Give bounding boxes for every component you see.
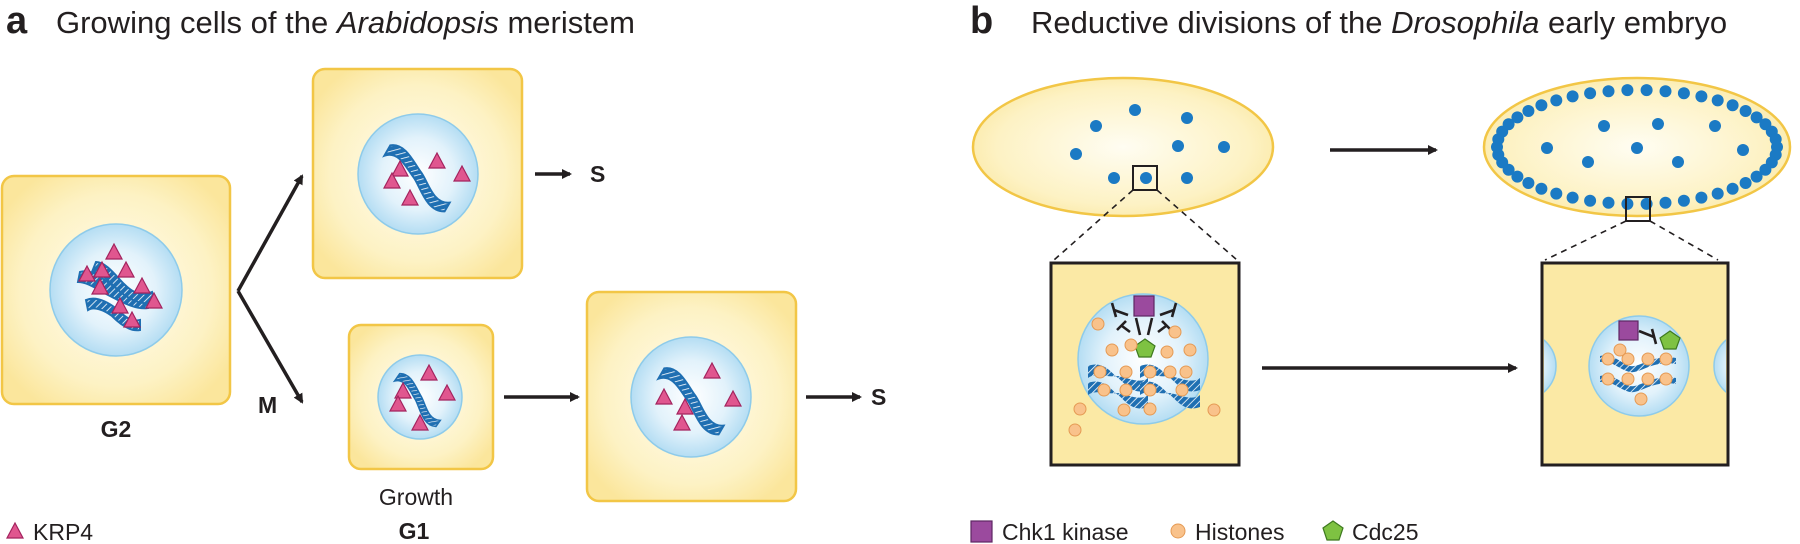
g1-small-cell (347, 323, 495, 471)
peripheral-nucleus (1535, 99, 1548, 112)
legend-chk1-swatch (970, 520, 993, 543)
late-embryo (1482, 76, 1792, 222)
panel-a-letter: a (6, 0, 28, 42)
peripheral-nucleus (1566, 191, 1579, 204)
peripheral-nucleus (1602, 196, 1615, 209)
label-s-bottom: S (871, 384, 886, 410)
peripheral-nucleus (1711, 94, 1724, 107)
peripheral-nucleus (1640, 84, 1653, 97)
peripheral-nucleus (1522, 177, 1535, 189)
peripheral-nucleus (1511, 170, 1524, 183)
inset-early-chk1 (1133, 295, 1155, 317)
peripheral-nucleus (1550, 94, 1563, 107)
top-cell (311, 67, 524, 280)
legend-chk1-label: Chk1 kinase (1002, 519, 1129, 544)
early-embryo-nuclei (1070, 104, 1230, 184)
panel-b-letter: b (970, 0, 993, 42)
legend-cdc25-swatch (1322, 520, 1344, 541)
panel-b-title: Reductive divisions of the Drosophila ea… (1031, 5, 1727, 40)
peripheral-nucleus (1602, 85, 1615, 98)
label-m: M (258, 392, 277, 418)
peripheral-nucleus (1522, 105, 1535, 117)
inset-late-chk1 (1618, 320, 1639, 341)
peripheral-nucleus (1584, 194, 1597, 207)
peripheral-nucleus (1659, 196, 1672, 209)
zoom-lines (1053, 189, 1719, 261)
panel-b: b Reductive divisions of the Drosophila … (970, 0, 1792, 544)
peripheral-nucleus (1769, 133, 1782, 146)
peripheral-nucleus (1695, 90, 1708, 103)
peripheral-nucleus (1695, 191, 1708, 204)
legend-histones-label: Histones (1195, 519, 1284, 544)
peripheral-nucleus (1750, 111, 1763, 124)
g2-cell (0, 174, 232, 406)
peripheral-nucleus (1739, 105, 1752, 117)
peripheral-nucleus (1621, 197, 1634, 210)
g1-grown-cell (585, 290, 798, 503)
inset-late-nucleus (1540, 261, 1730, 467)
legend-cdc25-label: Cdc25 (1352, 519, 1418, 544)
peripheral-nucleus (1550, 187, 1563, 200)
branch-arrows (236, 174, 304, 404)
peripheral-nucleus (1726, 182, 1739, 195)
peripheral-nucleus (1502, 118, 1515, 131)
peripheral-nucleus (1759, 163, 1772, 176)
inset-early-inhibition (1110, 302, 1178, 336)
peripheral-nucleus (1584, 87, 1597, 100)
label-s-top: S (590, 161, 605, 187)
peripheral-nucleus (1659, 85, 1672, 98)
peripheral-nucleus (1511, 111, 1524, 124)
peripheral-nucleus (1750, 170, 1763, 183)
inset-late-inhibition (1638, 328, 1658, 345)
peripheral-nucleus (1535, 182, 1548, 195)
late-embryo-peripheral-nuclei (1491, 84, 1783, 210)
peripheral-nucleus (1726, 99, 1739, 112)
panel-a-title: Growing cells of the Arabidopsis meriste… (56, 5, 635, 40)
peripheral-nucleus (1677, 87, 1690, 100)
panel-a: a Growing cells of the Arabidopsis meris… (0, 0, 886, 544)
label-g1: G1 (399, 518, 430, 544)
legend-krp4-label: KRP4 (33, 519, 93, 544)
legend-panel-b: Chk1 kinase Histones Cdc25 (970, 519, 1418, 544)
peripheral-nucleus (1739, 177, 1752, 189)
inset-early-histones (1068, 317, 1221, 437)
label-g2: G2 (101, 416, 132, 442)
peripheral-nucleus (1677, 194, 1690, 207)
inset-late-chromosomes (1600, 355, 1676, 393)
legend-histones-swatch (1170, 523, 1186, 539)
legend-krp4: KRP4 (6, 519, 93, 544)
label-growth: Growth (379, 484, 453, 510)
inset-late-cdc25 (1659, 330, 1681, 350)
early-embryo (971, 76, 1275, 218)
peripheral-nucleus (1621, 84, 1634, 97)
inset-late-histones (1601, 343, 1673, 406)
inset-early-nucleus (1049, 261, 1241, 467)
late-embryo-interior-nuclei (1541, 118, 1749, 168)
peripheral-nucleus (1711, 187, 1724, 200)
peripheral-nucleus (1566, 90, 1579, 103)
